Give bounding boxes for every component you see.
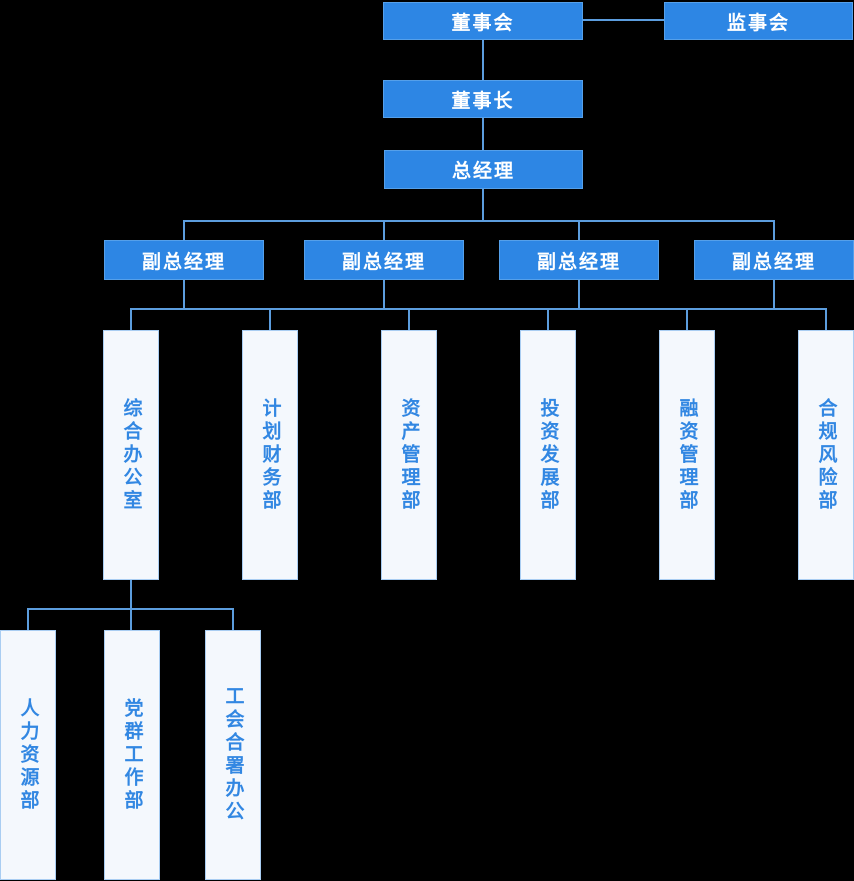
- connector-bus-deputy-3: [578, 221, 580, 240]
- node-dept-asset-management: 资产管理部: [381, 330, 437, 580]
- dept-label: 资产管理部: [398, 397, 420, 513]
- connector-board-supervisory: [583, 19, 664, 21]
- node-chairman: 董事长: [383, 80, 583, 118]
- node-dept-planning-finance: 计划财务部: [242, 330, 298, 580]
- node-supervisory-board: 监事会: [664, 2, 853, 40]
- connector-bus-asset-management: [408, 310, 410, 331]
- node-dept-compliance-risk: 合规风险部: [798, 330, 854, 580]
- connector-bus-investment-dev: [547, 310, 549, 331]
- connector-bus-compliance-risk: [825, 310, 827, 331]
- connector-bus-deputy-1: [183, 221, 185, 240]
- dept-label: 人力资源部: [17, 697, 39, 813]
- connector-board-chairman: [482, 40, 484, 80]
- connector-chairman-gm: [482, 118, 484, 150]
- connector-general-office-subs: [130, 580, 132, 630]
- node-board-of-directors: 董事会: [383, 2, 583, 40]
- node-dept-human-resources: 人力资源部: [0, 630, 56, 880]
- node-deputy-general-manager-1: 副总经理: [104, 240, 264, 280]
- connector-bus-deputy-2: [383, 221, 385, 240]
- connector-bus-planning-finance: [269, 310, 271, 331]
- node-deputy-general-manager-3: 副总经理: [499, 240, 659, 280]
- node-dept-financing-management: 融资管理部: [659, 330, 715, 580]
- node-dept-party-masses-work: 党群工作部: [104, 630, 160, 880]
- connector-deputy-1-depts: [183, 280, 185, 310]
- connector-bus-general-office: [130, 310, 132, 331]
- connector-departments-bus: [130, 308, 827, 310]
- connector-bus-union-office: [232, 610, 234, 630]
- connector-deputy-4-depts: [773, 280, 775, 310]
- connector-deputy-2-depts: [383, 280, 385, 310]
- node-dept-general-office: 综合办公室: [103, 330, 159, 580]
- connector-bus-financing-mgmt: [686, 310, 688, 331]
- connector-deputy-3-depts: [578, 280, 580, 310]
- dept-label: 融资管理部: [676, 397, 698, 513]
- node-dept-union-joint-office: 工会合署办公: [205, 630, 261, 880]
- dept-label: 党群工作部: [121, 697, 143, 813]
- connector-gm-deputies: [482, 189, 484, 222]
- dept-label: 综合办公室: [120, 397, 142, 513]
- connector-deputies-bus: [183, 220, 775, 222]
- node-deputy-general-manager-4: 副总经理: [694, 240, 854, 280]
- node-general-manager: 总经理: [384, 150, 583, 189]
- node-dept-investment-development: 投资发展部: [520, 330, 576, 580]
- connector-sub-offices-bus: [27, 608, 234, 610]
- node-deputy-general-manager-2: 副总经理: [304, 240, 464, 280]
- dept-label: 投资发展部: [537, 397, 559, 513]
- dept-label: 计划财务部: [259, 397, 281, 513]
- dept-label: 合规风险部: [815, 397, 837, 513]
- connector-bus-deputy-4: [773, 221, 775, 240]
- connector-bus-human-resources: [27, 610, 29, 630]
- dept-label: 工会合署办公: [222, 686, 244, 824]
